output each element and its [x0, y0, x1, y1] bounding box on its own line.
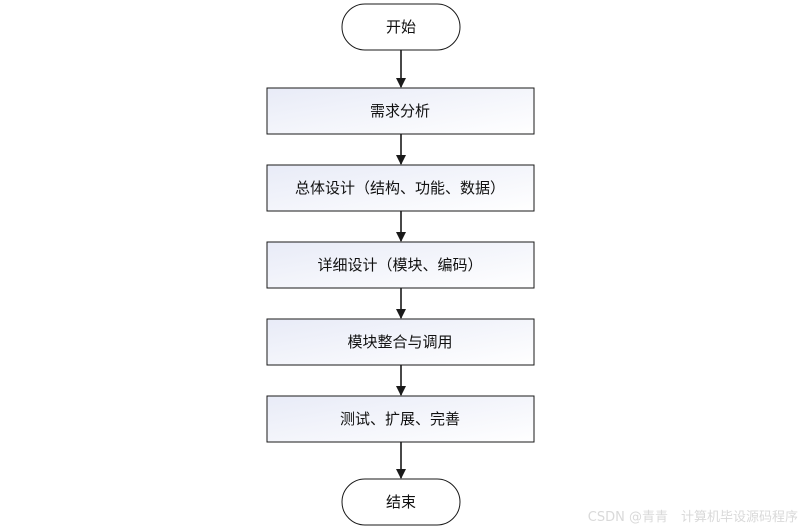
requirement-analysis-label: 需求分析	[370, 102, 430, 120]
overall-design-box	[266, 164, 535, 212]
detailed-design-box	[266, 241, 535, 289]
module-integration-box	[266, 318, 535, 366]
node-overall-design: 总体设计（结构、功能、数据）	[266, 164, 535, 212]
detailed-design-label: 详细设计（模块、编码）	[317, 256, 482, 274]
start-terminal-shape	[341, 3, 461, 51]
node-testing: 测试、扩展、完善	[266, 395, 535, 443]
testing-box	[266, 395, 535, 443]
start-label: 开始	[386, 18, 416, 36]
node-end: 结束	[341, 478, 461, 526]
requirement-analysis-box	[266, 87, 535, 135]
watermark: CSDN @青青 计算机毕设源码程序	[587, 510, 798, 525]
overall-design-label: 总体设计（结构、功能、数据）	[295, 179, 505, 197]
end-label: 结束	[386, 493, 416, 511]
node-requirement-analysis: 需求分析	[266, 87, 535, 135]
module-integration-label: 模块整合与调用	[347, 333, 452, 351]
end-terminal-shape	[341, 478, 461, 526]
node-start: 开始	[341, 3, 461, 51]
node-module-integration: 模块整合与调用	[266, 318, 535, 366]
testing-label: 测试、扩展、完善	[340, 410, 460, 428]
node-detailed-design: 详细设计（模块、编码）	[266, 241, 535, 289]
